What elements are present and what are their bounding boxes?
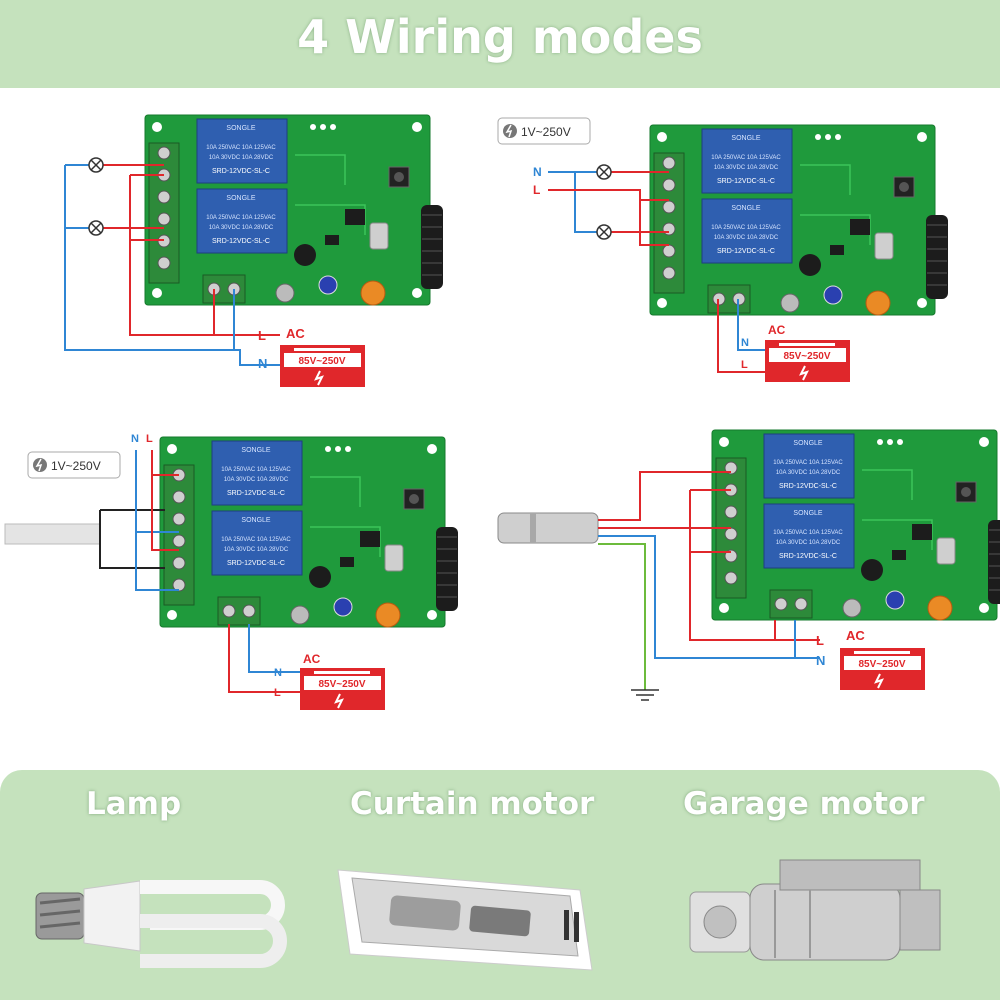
- supply-label-3: 85V~250V: [319, 679, 366, 690]
- supply-label-1: 85V~250V: [299, 356, 346, 367]
- supply-label-4: 85V~250V: [859, 659, 906, 670]
- garage-motor-icon: [689, 859, 941, 961]
- line-label-3b: L: [274, 687, 281, 699]
- line-label-4: L: [816, 633, 824, 648]
- ac-label-2: AC: [768, 323, 786, 337]
- page-title: 4 Wiring modes: [297, 10, 703, 64]
- line-label-1: L: [258, 328, 266, 343]
- device-types-panel: Lamp Curtain motor Garage motor: [0, 770, 1000, 1000]
- ac-label-4: AC: [846, 628, 865, 643]
- line-label-2b: L: [741, 359, 748, 371]
- wiring-diagrams: SONGLE 10A 250VAC 10A 125VAC 10A 30VDC 1…: [4, 114, 1000, 711]
- diagram-4-garage-motor: 85V~250V AC L N: [497, 429, 1000, 701]
- neutral-label-4: N: [816, 653, 825, 668]
- line-label-2: L: [533, 183, 540, 197]
- category-garage-motor-label: Garage motor: [683, 786, 925, 822]
- neutral-label-1: N: [258, 356, 267, 371]
- title-banner: 4 Wiring modes: [0, 0, 1000, 88]
- diagram-2-two-lamps-dc: 1V~250V N L 85V~250V AC N L: [497, 117, 949, 383]
- diagram-1-two-lamps: 85V~250V AC L N: [64, 114, 444, 388]
- svg-text:1V~250V: 1V~250V: [521, 125, 571, 139]
- ac-label-1: AC: [286, 326, 305, 341]
- diagram-3-curtain-motor: 1V~250V N L 85V~250V AC N L: [4, 433, 459, 711]
- category-curtain-motor-label: Curtain motor: [350, 786, 595, 822]
- ac-label-3: AC: [303, 652, 321, 666]
- curtain-motor-icon: [337, 869, 593, 971]
- line-label-3: L: [146, 433, 153, 445]
- svg-text:1V~250V: 1V~250V: [51, 459, 101, 473]
- category-lamp-label: Lamp: [86, 786, 182, 822]
- neutral-label-3: N: [131, 433, 139, 445]
- voltage-badge-1: 1V~250V: [497, 117, 591, 145]
- neutral-label-2: N: [533, 165, 542, 179]
- supply-label-2: 85V~250V: [784, 351, 831, 362]
- neutral-label-2b: N: [741, 337, 749, 349]
- voltage-badge-2: 1V~250V: [27, 451, 121, 479]
- lamp-bulb-icon: [35, 880, 287, 968]
- neutral-label-3b: N: [274, 667, 282, 679]
